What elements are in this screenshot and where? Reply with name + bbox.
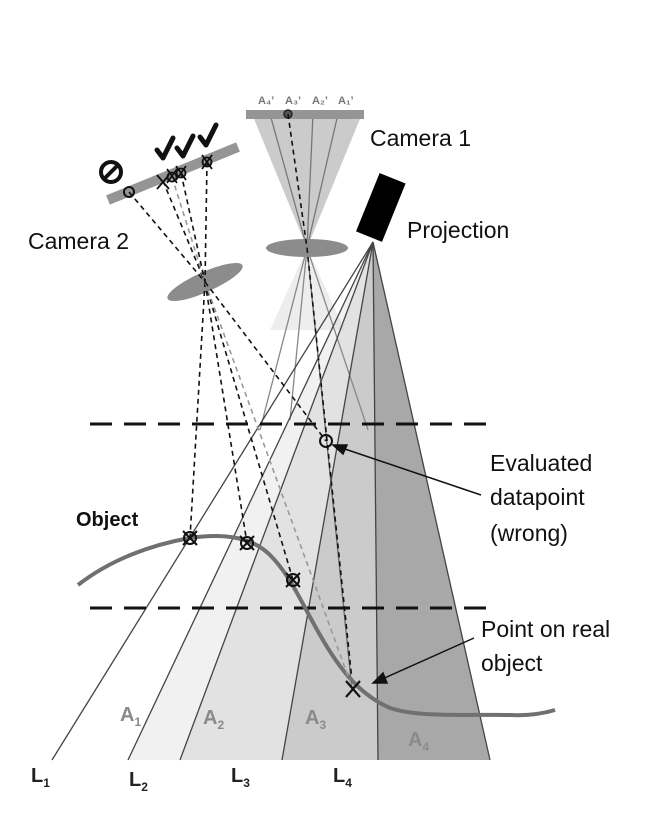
camera2-object-ray-2 xyxy=(204,281,248,544)
sensor-label-a4: A₄’ xyxy=(258,95,274,107)
camera1-optics xyxy=(246,109,369,691)
camera2 xyxy=(106,142,354,691)
projection-regions xyxy=(128,242,490,760)
camera1-ray-1 xyxy=(269,113,308,249)
camera1-sensor xyxy=(246,110,364,119)
camera1-lower-ray-left xyxy=(259,247,308,431)
region-a3-fill xyxy=(282,242,378,760)
camera2-ray-3 xyxy=(180,172,206,283)
camera1-ray-2 xyxy=(306,113,314,249)
object-label: Object xyxy=(76,509,139,531)
camera2-ray-4 xyxy=(204,161,208,283)
realpoint-arrowhead xyxy=(371,671,389,684)
camera2-object-ray-1 xyxy=(189,281,206,539)
camera1-label: Camera 1 xyxy=(370,125,471,151)
region-label-a2: A2 xyxy=(203,707,224,732)
projection-line-l5 xyxy=(372,241,379,761)
camera2-ray-1 xyxy=(162,180,206,283)
projection-line-l1 xyxy=(51,241,374,761)
projection-line-l2 xyxy=(127,241,374,761)
realpoint-label-line2: object xyxy=(481,650,543,676)
evaluated-label-line3: (wrong) xyxy=(490,520,568,546)
evaluated-label-line2: datapoint xyxy=(490,484,585,510)
projector xyxy=(356,173,406,242)
line-label-l1: L1 xyxy=(31,765,50,790)
camera2-sensor-point-prohibited xyxy=(123,186,135,198)
camera2-ray-2 xyxy=(171,176,206,283)
camera1-dashed-ray-lower xyxy=(306,247,354,691)
camera2-object-ray-3 xyxy=(204,281,294,581)
camera2-label: Camera 2 xyxy=(28,228,129,254)
realpoint-label-line1: Point on real xyxy=(481,616,610,642)
camera1-lower-ray-mid xyxy=(289,247,308,421)
object-points xyxy=(182,434,361,698)
region-label-a3: A3 xyxy=(305,707,326,732)
evaluated-arrow-line xyxy=(338,446,482,496)
evaluated-arrowhead xyxy=(331,444,349,456)
camera1-upper-cone xyxy=(252,114,362,248)
evaluated-datapoint-marker xyxy=(319,434,333,448)
camera1-view-cone xyxy=(270,248,345,330)
object-point-1 xyxy=(183,531,197,545)
sensor-label-a1: A₁’ xyxy=(338,95,354,107)
line-label-l3: L3 xyxy=(231,765,250,790)
projection-label: Projection xyxy=(407,217,509,243)
line-label-l2: L2 xyxy=(129,769,148,794)
annotation-arrows xyxy=(331,444,482,684)
camera2-ray-prohibited xyxy=(128,191,206,283)
camera1-sensor-labels: A₄’ A₃’ A₂’ A₁’ xyxy=(258,95,354,107)
camera2-sensor-marks xyxy=(156,154,213,190)
region-label-a4: A4 xyxy=(408,729,429,754)
sensor-label-a2: A₂’ xyxy=(312,95,328,107)
object-point-3 xyxy=(286,573,300,587)
region-label-a1: A1 xyxy=(120,704,141,729)
projection-line-l4 xyxy=(281,241,374,761)
prohibited-icon xyxy=(99,160,123,184)
camera1-dashed-ray xyxy=(287,113,308,249)
camera2-object-ray-grey xyxy=(204,281,354,691)
object-point-2 xyxy=(240,536,254,550)
sensor-label-a3: A₃’ xyxy=(285,95,301,107)
evaluated-label-line1: Evaluated xyxy=(490,450,592,476)
camera1-ray-3 xyxy=(306,113,339,249)
projection-line-l3 xyxy=(179,241,374,761)
line-label-l4: L4 xyxy=(333,765,352,790)
projection-line-l6 xyxy=(372,241,491,761)
realpoint-arrow-line xyxy=(379,637,475,681)
check-mark-icon xyxy=(154,122,219,161)
projection-lines xyxy=(51,241,491,761)
camera2-object-ray-wrong xyxy=(204,281,327,442)
